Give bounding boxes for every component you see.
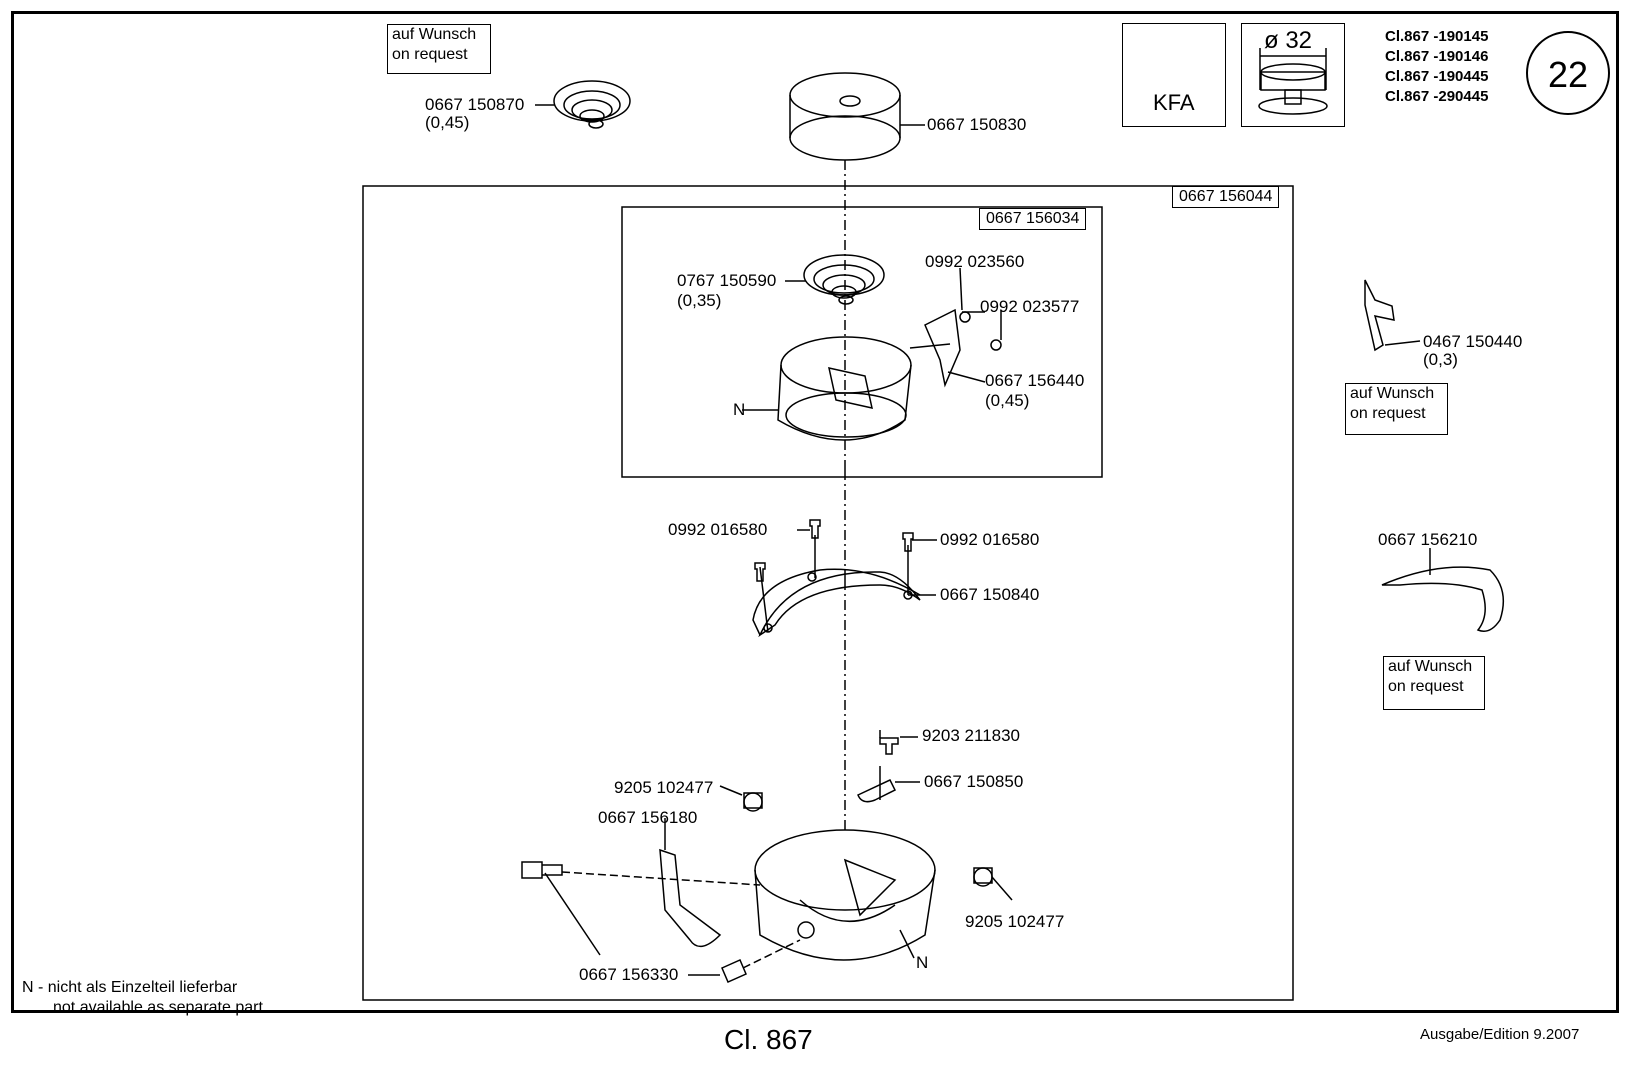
model-1: Cl.867 -190145 [1385, 28, 1489, 45]
part-9205-102477-a: 9205 102477 [614, 778, 714, 797]
part-9205-102477-b: 9205 102477 [965, 912, 1065, 931]
request-box-mid-line1: auf Wunsch [1350, 385, 1435, 402]
request-box-right-mid: auf Wunsch on request [1345, 383, 1448, 435]
assembly-box-inner [621, 206, 1103, 478]
hook-body-part [754, 829, 936, 961]
part-0467-150440: 0467 150440 [1423, 332, 1523, 351]
model-list: Cl.867 -190145 Cl.867 -190146 Cl.867 -19… [1385, 27, 1488, 107]
part-0992-016580-b: 0992 016580 [940, 530, 1040, 549]
note-line2: not available as separate part [53, 999, 263, 1016]
footer-edition: Ausgabe/Edition 9.2007 [1420, 1026, 1580, 1043]
ring-part-right [1381, 566, 1505, 632]
drawing-frame [11, 11, 1619, 1013]
part-9203-211830: 9203 211830 [922, 726, 1021, 745]
part-0667-156440: 0667 156440 [985, 371, 1085, 390]
part-0992-016580-a: 0992 016580 [668, 520, 768, 539]
part-0667-150870-note: (0,45) [425, 113, 470, 132]
part-0667-150830: 0667 150830 [927, 115, 1027, 134]
part-0667-156440-note: (0,45) [985, 391, 1030, 410]
part-0992-023577: 0992 023577 [980, 297, 1080, 316]
assembly-ref-outer: 0667 156044 [1172, 186, 1280, 208]
model-2: Cl.867 -190146 [1385, 48, 1489, 65]
part-0467-150440-note: (0,3) [1423, 350, 1458, 369]
bobbin-part [789, 72, 925, 161]
request-box-top-line2: on request [392, 46, 468, 63]
kfa-label: KFA [1153, 90, 1195, 115]
part-0667-150850: 0667 150850 [924, 772, 1024, 791]
spring-part-top [535, 80, 631, 129]
kfa-box: KFA [1122, 23, 1226, 127]
model-3: Cl.867 -190445 [1385, 68, 1489, 85]
model-4: Cl.867 -290445 [1385, 88, 1489, 105]
part-0667-156330: 0667 156330 [579, 965, 679, 984]
diameter-label: ø 32 [1264, 27, 1313, 54]
n-label-hook: N [916, 953, 929, 972]
part-0667-150840: 0667 150840 [940, 585, 1040, 604]
page-number: 22 [1526, 31, 1610, 115]
footer-title: Cl. 867 [724, 1024, 813, 1055]
part-0992-023560: 0992 023560 [925, 252, 1025, 271]
bobbin-diameter-icon [1258, 48, 1328, 115]
part-0667-156210: 0667 156210 [1378, 530, 1478, 549]
part-0767-150590-note: (0,35) [677, 291, 722, 310]
part-0767-150590: 0767 150590 [677, 271, 777, 290]
request-box-low-line2: on request [1388, 678, 1464, 695]
availability-note: N - nicht als Einzelteil lieferbar not a… [22, 978, 263, 1018]
spring-part-inner [785, 254, 885, 305]
request-box-mid-line2: on request [1350, 405, 1426, 422]
part-0667-156180: 0667 156180 [598, 808, 698, 827]
note-line1: N - nicht als Einzelteil lieferbar [22, 979, 238, 996]
request-box-right-low: auf Wunsch on request [1383, 656, 1485, 710]
diameter-box: ø 32 [1241, 23, 1345, 127]
latch-spring-part [1364, 279, 1395, 352]
assembly-box-outer [362, 185, 1294, 1001]
part-0667-150870: 0667 150870 [425, 95, 525, 114]
n-label-bobbin-case: N [733, 400, 746, 419]
bobbin-case-part [742, 308, 986, 441]
request-box-low-line1: auf Wunsch [1388, 658, 1473, 675]
request-box-top: auf Wunsch on request [387, 24, 491, 74]
request-box-top-line1: auf Wunsch [392, 26, 477, 43]
retaining-ring-part [752, 529, 937, 638]
assembly-ref-inner: 0667 156034 [979, 208, 1087, 230]
